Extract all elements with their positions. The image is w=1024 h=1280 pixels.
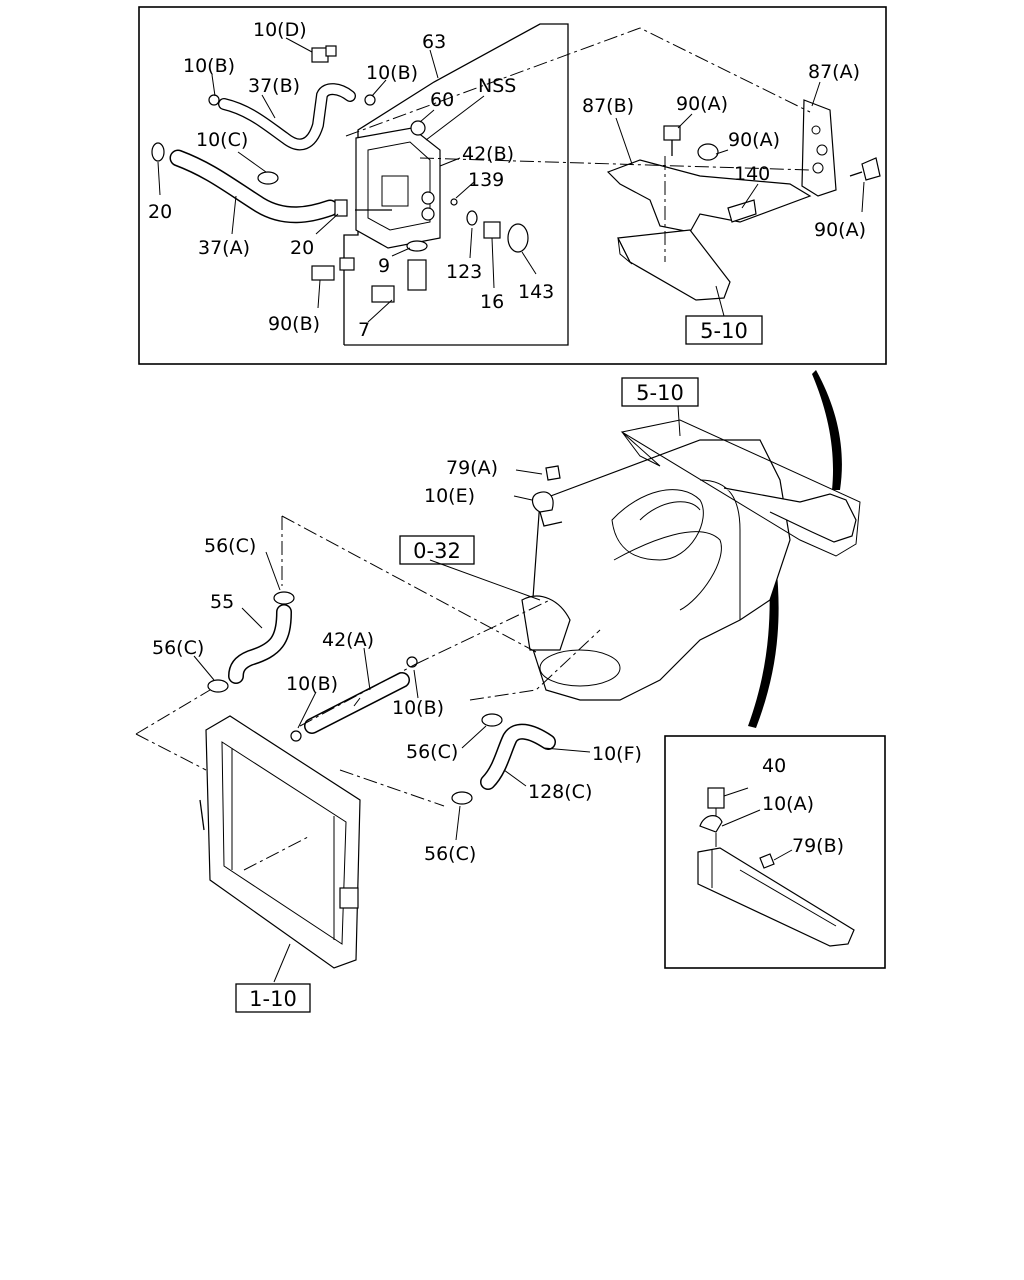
hose-55 [228, 604, 292, 684]
ref-5-10-main: 5-10 [636, 381, 684, 405]
callout-10e: 10(E) [424, 485, 475, 507]
callout-16: 16 [480, 291, 504, 313]
callout-nss: NSS [478, 75, 516, 97]
ref-box-1-10 [235, 983, 311, 1013]
clamps-56c [207, 591, 503, 805]
top-inset-panel [138, 6, 887, 365]
leader-top-2 [419, 157, 811, 171]
callout-63: 63 [422, 31, 446, 53]
top-leaders [157, 37, 865, 323]
engine-block [521, 439, 791, 701]
callout-37a: 37(A) [198, 237, 250, 259]
callout-42b: 42(B) [462, 143, 514, 165]
callout-90a-2: 90(A) [728, 129, 780, 151]
leader-top-1 [345, 27, 811, 137]
callout-42a: 42(A) [322, 629, 374, 651]
bracket-87-assembly [606, 99, 881, 301]
main-leaders [193, 405, 681, 983]
ref-0-32: 0-32 [413, 539, 461, 563]
callout-56c-1: 56(C) [204, 535, 256, 557]
callout-10f: 10(F) [592, 743, 642, 765]
callout-87a: 87(A) [808, 61, 860, 83]
callout-20-1: 20 [148, 201, 172, 223]
clamp-10c [257, 171, 279, 185]
callout-140: 140 [734, 163, 770, 185]
callout-128c: 128(C) [528, 781, 592, 803]
callout-87b: 87(B) [582, 95, 634, 117]
callout-55: 55 [210, 591, 234, 613]
hose-37a [169, 149, 339, 224]
callout-9: 9 [378, 255, 390, 277]
callout-10b-1: 10(B) [183, 55, 235, 77]
callout-56c-3: 56(C) [406, 741, 458, 763]
callout-10b-3: 10(B) [286, 673, 338, 695]
bracket-10e [531, 465, 563, 527]
callout-79a: 79(A) [446, 457, 498, 479]
callout-37b: 37(B) [248, 75, 300, 97]
callout-10d: 10(D) [253, 19, 307, 41]
connector-arc-top [812, 370, 842, 490]
callout-10a: 10(A) [762, 793, 814, 815]
callout-139: 139 [468, 169, 504, 191]
callout-10c: 10(C) [196, 129, 248, 151]
clamp-20 [151, 142, 348, 217]
ref-box-5-10-main [621, 377, 699, 407]
ref-box-0-32 [399, 535, 475, 565]
hose-42a [304, 672, 410, 734]
ref-1-10: 1-10 [249, 987, 297, 1011]
clamp-10d [311, 45, 337, 63]
main-leaders-dash [135, 515, 601, 807]
callout-90a-3: 90(A) [814, 219, 866, 241]
bottom-inset-panel [664, 735, 886, 969]
callout-40: 40 [762, 755, 786, 777]
callout-79b: 79(B) [792, 835, 844, 857]
callout-90b: 90(B) [268, 313, 320, 335]
callout-7: 7 [358, 319, 370, 341]
hose-37b [218, 83, 356, 151]
callout-143: 143 [518, 281, 554, 303]
callout-60: 60 [430, 89, 454, 111]
clamp-10b-top [208, 94, 376, 106]
callout-56c-2: 56(C) [152, 637, 204, 659]
ref-box-5-10-top [685, 315, 763, 345]
callout-10b-4: 10(B) [392, 697, 444, 719]
callout-10b-2: 10(B) [366, 62, 418, 84]
callout-90a-1: 90(A) [676, 93, 728, 115]
callout-123: 123 [446, 261, 482, 283]
radiator [199, 715, 361, 969]
hose-128c [480, 723, 556, 790]
ref-5-10-top: 5-10 [700, 319, 748, 343]
callout-20-2: 20 [290, 237, 314, 259]
valve-bracket-assembly [311, 120, 529, 303]
callout-56c-4: 56(C) [424, 843, 476, 865]
chassis-frame-rail [620, 419, 861, 557]
